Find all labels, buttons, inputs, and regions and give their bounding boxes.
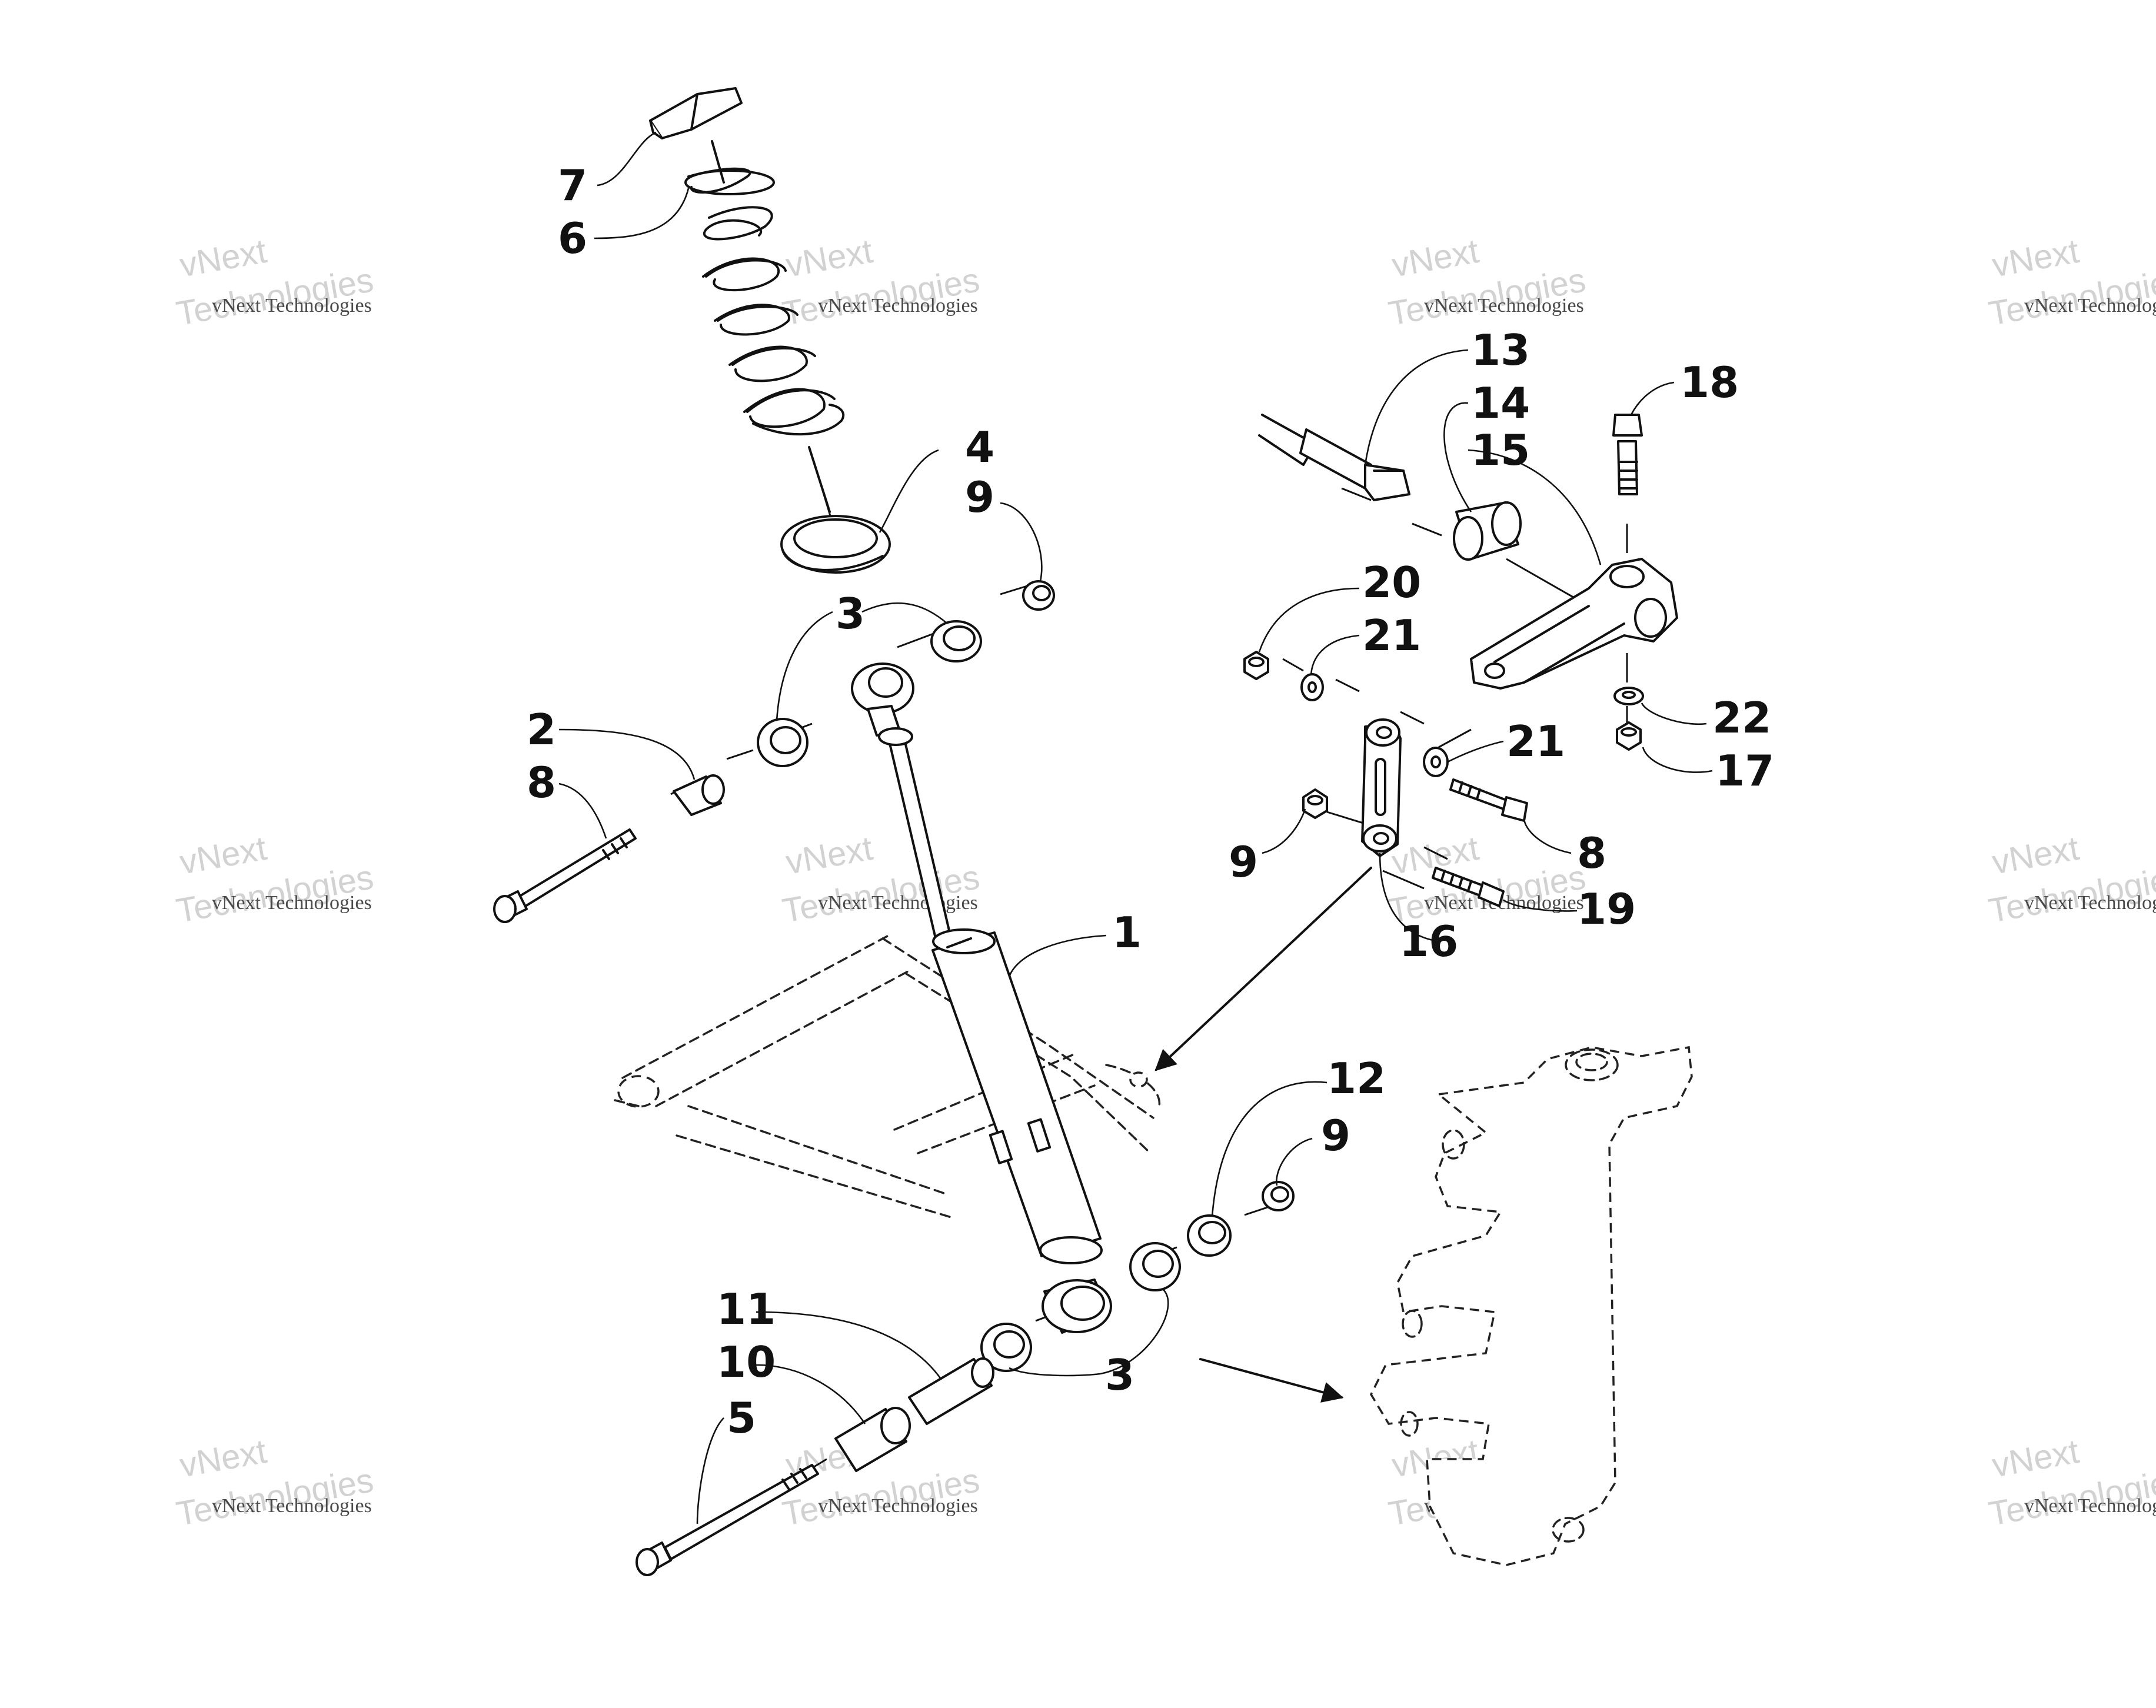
svg-text:vNext Technologies: vNext Technologies [212, 892, 372, 914]
callout-5: 5 [727, 1393, 756, 1443]
part-3-lower-bushing-right [1129, 1242, 1181, 1291]
callout-21: 21 [1362, 611, 1421, 660]
watermark: vNext Technologies vNext Technologies [174, 1432, 377, 1533]
watermark: vNext Technologies vNext Technologies [1386, 232, 1589, 333]
part-1-shock-absorber [851, 662, 1112, 1334]
callout-9: 9 [1229, 837, 1258, 887]
callout-11: 11 [717, 1284, 776, 1334]
watermark: vNext Technologies vNext Technologies [780, 829, 983, 930]
callout-13: 13 [1471, 325, 1530, 375]
callout-21: 21 [1506, 717, 1565, 766]
part-8-upper-bolt [493, 828, 637, 923]
part-3-upper-bushing-right [930, 620, 982, 662]
part-21-link-washer-upper [1300, 673, 1324, 701]
svg-text:vNext Technologies: vNext Technologies [212, 295, 372, 317]
part-20-link-nut [1243, 651, 1269, 680]
svg-text:vNext Technologies: vNext Technologies [1424, 892, 1584, 914]
spindle-reference-outline [1370, 1046, 1693, 1566]
callout-9: 9 [1321, 1111, 1350, 1160]
callout-14: 14 [1471, 378, 1530, 428]
part-3-lower-bushing-left [980, 1323, 1032, 1372]
svg-text:vNext: vNext [783, 232, 876, 285]
a-arm-reference-outline [614, 934, 1160, 1219]
svg-text:vNext: vNext [1389, 232, 1482, 285]
part-9-link-nut [1302, 788, 1328, 819]
callout-9: 9 [965, 472, 994, 522]
part-7-spring-clip [649, 87, 743, 184]
part-16-drop-link [1361, 718, 1402, 857]
callout-4: 4 [965, 422, 994, 472]
callout-6: 6 [558, 214, 587, 263]
svg-text:vNext: vNext [1989, 232, 2082, 285]
callout-22: 22 [1712, 693, 1771, 743]
svg-text:vNext: vNext [1989, 1432, 2082, 1485]
direction-arrows [1154, 867, 1372, 1403]
svg-text:vNext Technologies: vNext Technologies [212, 1495, 372, 1517]
watermark: vNext Technologies vNext Technologies [174, 232, 377, 333]
callout-2: 2 [527, 705, 556, 754]
part-11-sleeve [908, 1357, 994, 1425]
svg-text:vNext: vNext [1989, 829, 2082, 882]
callout-18: 18 [1680, 358, 1739, 407]
callout-numbers: 7 6 4 9 3 2 8 1 12 9 11 10 5 3 13 14 15 … [527, 161, 1774, 1443]
watermark: vNext Technologies vNext Technologies [1986, 232, 2156, 333]
svg-text:vNext: vNext [783, 829, 876, 882]
part-15-sway-arm [1470, 558, 1678, 690]
callout-16: 16 [1399, 917, 1458, 966]
svg-text:vNext Technologies: vNext Technologies [2024, 295, 2156, 317]
callout-10: 10 [717, 1337, 776, 1387]
part-14-sway-bushing [1453, 501, 1522, 561]
part-9-lower-nut [1262, 1181, 1295, 1211]
svg-text:vNext Technologies: vNext Technologies [2024, 1495, 2156, 1517]
callout-3: 3 [836, 589, 865, 638]
callout-8: 8 [527, 758, 556, 807]
part-13-sway-bar [1258, 414, 1410, 501]
svg-text:vNext Technologies: vNext Technologies [818, 295, 978, 317]
watermark: vNext Technologies vNext Technologies [1986, 829, 2156, 930]
watermark: vNext Technologies vNext Technologies [780, 232, 983, 333]
callout-1: 1 [1112, 908, 1142, 957]
part-19-link-bolt-lower [1432, 867, 1505, 907]
watermark: vNext Technologies vNext Technologies [174, 829, 377, 930]
part-3-upper-bushing-left [757, 718, 808, 767]
callout-8: 8 [1577, 828, 1606, 878]
part-21-link-washer-lower [1423, 747, 1449, 777]
svg-text:vNext: vNext [177, 1432, 270, 1485]
callout-7: 7 [558, 161, 587, 210]
part-10-bushing [834, 1407, 911, 1472]
callout-15: 15 [1471, 425, 1530, 475]
callout-20: 20 [1362, 558, 1421, 607]
svg-text:vNext Technologies: vNext Technologies [2024, 892, 2156, 914]
callout-leader-lines [558, 131, 1713, 1524]
part-8-link-bolt [1449, 778, 1528, 822]
callout-19: 19 [1577, 884, 1636, 934]
svg-text:vNext Technologies: vNext Technologies [1424, 295, 1584, 317]
assembly-axis-lines [670, 464, 1628, 1469]
svg-text:vNext Technologies: vNext Technologies [818, 1495, 978, 1517]
part-17-lock-nut [1616, 721, 1642, 751]
part-9-upper-nut [1022, 580, 1055, 611]
svg-text:vNext Technologies: vNext Technologies [818, 892, 978, 914]
callout-17: 17 [1715, 746, 1774, 795]
part-4-spring-seat [780, 515, 891, 574]
watermark: vNext Technologies vNext Technologies [1386, 829, 1589, 930]
svg-text:vNext: vNext [177, 829, 270, 882]
part-22-washer [1613, 687, 1644, 705]
part-2-spacer [673, 774, 725, 816]
part-5-lower-bolt [636, 1464, 819, 1576]
watermark: vNext Technologies vNext Technologies [1986, 1432, 2156, 1533]
watermark-layer: vNext Technologies vNext Technologies vN… [174, 232, 2156, 1533]
part-12-lower-bushing [1187, 1214, 1232, 1257]
callout-12: 12 [1327, 1054, 1386, 1103]
callout-3: 3 [1105, 1350, 1134, 1400]
part-6-coil-spring [684, 167, 845, 513]
svg-text:vNext: vNext [177, 232, 270, 285]
part-18-arm-bolt [1612, 414, 1643, 495]
